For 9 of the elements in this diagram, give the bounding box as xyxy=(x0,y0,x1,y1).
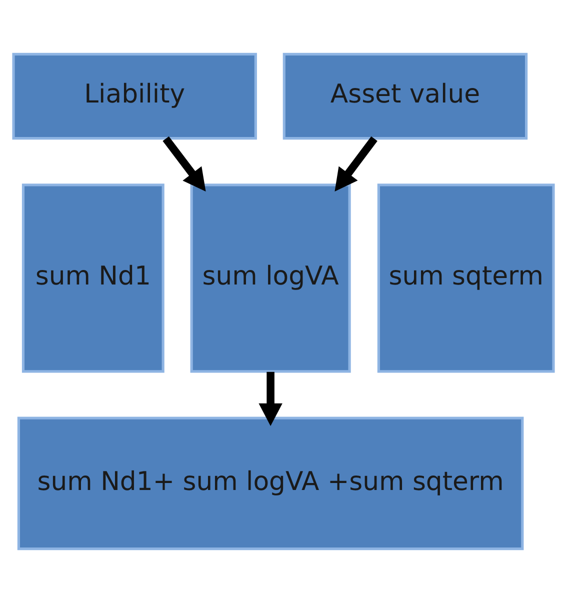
node-box: sum Nd1 xyxy=(22,184,164,373)
node-box: sum Nd1+ sum logVA +sum sqterm xyxy=(17,416,524,550)
arrow xyxy=(334,136,378,192)
arrow xyxy=(162,136,206,192)
node-box: sum logVA xyxy=(190,184,351,373)
node-box: sum sqterm xyxy=(377,184,555,373)
node-box: Asset value xyxy=(282,52,528,140)
arrow xyxy=(258,372,282,426)
node-box: Liability xyxy=(12,52,257,140)
